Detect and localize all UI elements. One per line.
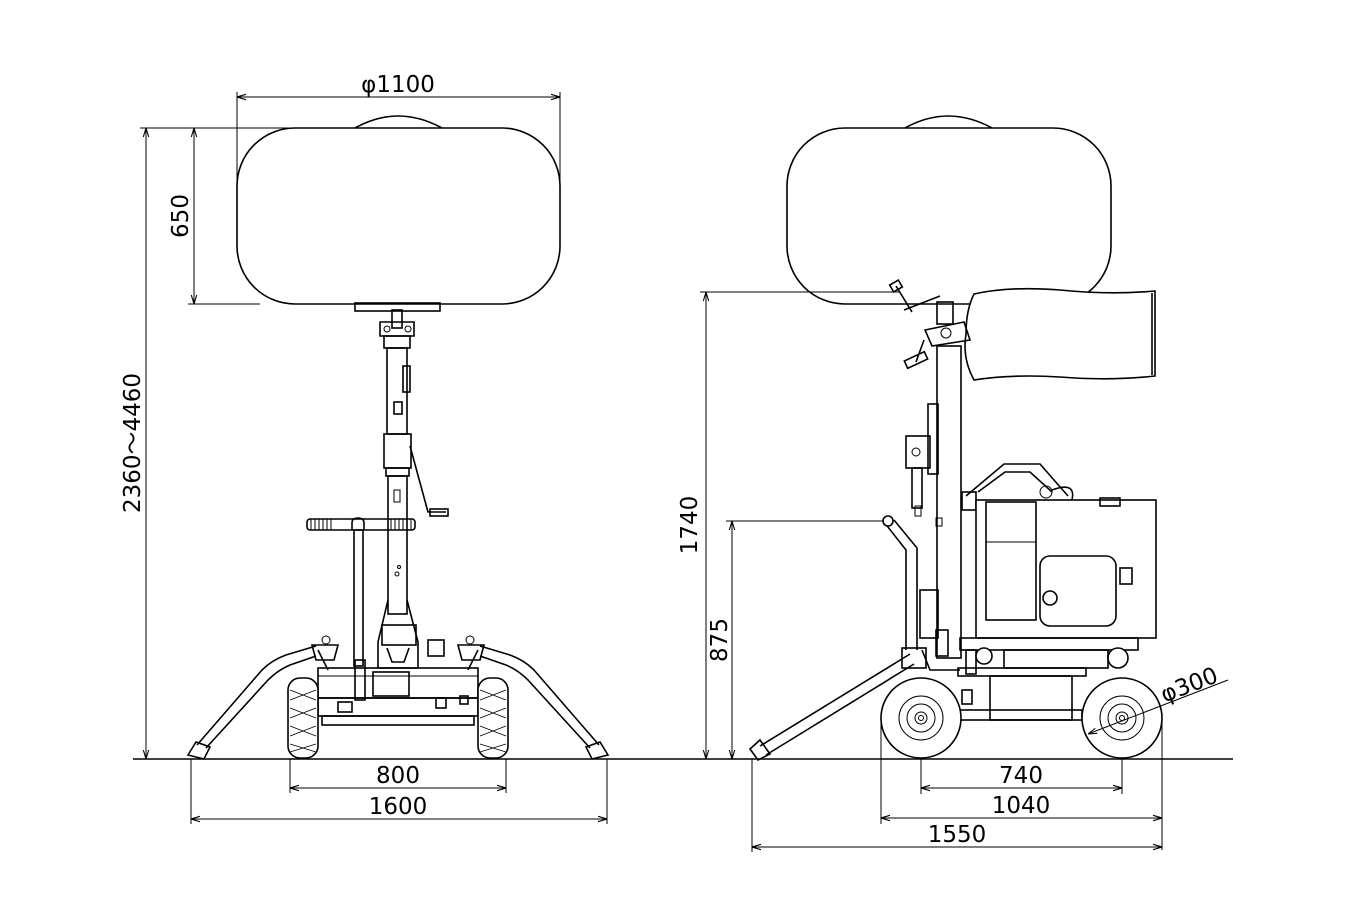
- front-dim-outrigger-span: 1600: [190, 759, 608, 824]
- dim-total-height: 2360～4460: [120, 373, 146, 513]
- side-wheel-front: [880, 677, 962, 759]
- side-mast: [888, 278, 972, 659]
- dim-track-width: 800: [376, 763, 420, 789]
- front-balloon: [236, 115, 561, 312]
- front-wheel-left: [287, 677, 319, 759]
- side-balloon: [786, 115, 1112, 305]
- side-wheel-rear: [1081, 677, 1163, 759]
- side-generator: [959, 463, 1157, 721]
- front-mast: [377, 309, 449, 669]
- side-lamp-housing: [964, 287, 1156, 381]
- front-dim-diameter: φ1100: [236, 72, 561, 180]
- front-dim-total-height: 2360～4460: [120, 127, 190, 759]
- dim-height-to-balloon: 1740: [677, 496, 703, 555]
- side-dim-height-to-balloon: 1740: [677, 291, 900, 759]
- dim-wheelbase: 740: [999, 763, 1043, 789]
- dim-wheel-diameter: φ300: [1157, 663, 1221, 708]
- front-base-frame: [310, 635, 486, 726]
- front-wheel-right: [477, 677, 509, 759]
- dim-overall-length: 1550: [928, 822, 987, 848]
- front-view: φ1100 650 2360～4460 800 1600: [120, 72, 610, 824]
- front-outriggers: [186, 645, 610, 760]
- side-dim-overall-length: 1550: [751, 759, 1162, 852]
- side-outrigger: [748, 653, 915, 762]
- side-view: 1740 875 φ300 740 1040 1550: [677, 115, 1229, 852]
- side-dim-wheelbase: 740: [920, 758, 1123, 794]
- side-dim-wheel-outer-length: 1040: [880, 718, 1163, 850]
- front-dim-balloon-height: 650: [168, 127, 290, 305]
- front-handle: [306, 517, 416, 701]
- dim-balloon-height: 650: [168, 194, 194, 238]
- side-handle: [882, 515, 960, 671]
- dim-handle-height: 875: [707, 618, 733, 662]
- dim-outrigger-span: 1600: [369, 794, 428, 820]
- front-dim-track: 800: [289, 759, 507, 793]
- side-dim-handle-height: 875: [707, 520, 884, 759]
- dim-wheel-outer-length: 1040: [992, 793, 1051, 819]
- dim-balloon-diameter: φ1100: [361, 72, 435, 98]
